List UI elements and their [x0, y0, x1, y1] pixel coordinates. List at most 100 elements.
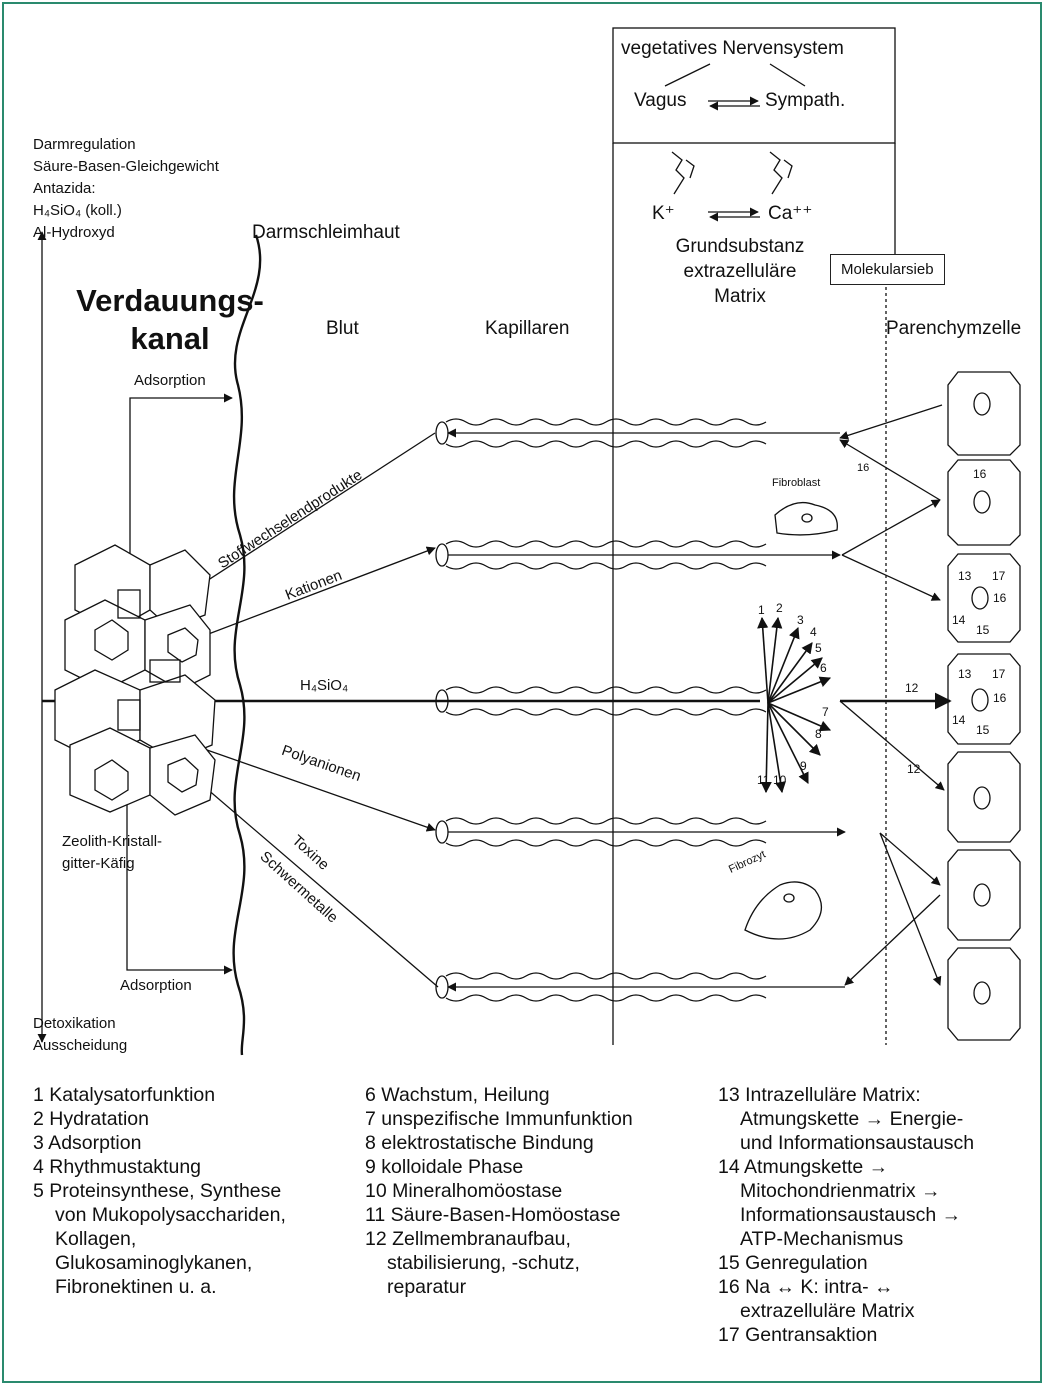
ray-fan	[757, 616, 832, 794]
legend-column-1: 1 Katalysatorfunktion 2 Hydratation 3 Ad…	[33, 1083, 286, 1299]
capillary-4	[435, 817, 846, 847]
cell4-number-15: 15	[976, 723, 990, 737]
sympath-label: Sympath.	[765, 90, 846, 111]
legend-column-2: 6 Wachstum, Heilung 7 unspezifische Immu…	[365, 1083, 633, 1299]
legend-item: ATP-Mechanismus	[740, 1228, 904, 1250]
matrix-line2: extrazelluläre	[683, 261, 797, 282]
legend-item: 6 Wachstum, Heilung	[365, 1084, 550, 1106]
bottom-note-2: Ausscheidung	[33, 1037, 128, 1054]
matrix-line3: Matrix	[714, 286, 766, 307]
cell3-number-13: 13	[958, 569, 972, 583]
left-note-1: Darmregulation	[33, 136, 136, 153]
cell-3	[947, 553, 1021, 643]
darmschleimhaut-membrane	[232, 234, 262, 1056]
fibroblast-label: Fibroblast	[772, 477, 821, 489]
legend-item: 15 Genregulation	[718, 1252, 868, 1274]
arrow-number-12a: 12	[905, 681, 919, 695]
legend-column-3: 13 Intrazelluläre Matrix: Atmungskette →…	[718, 1083, 974, 1347]
molekularsieb-box: Molekularsieb	[830, 254, 945, 285]
k-ion-label: K⁺	[652, 203, 675, 224]
legend-item: 2 Hydratation	[33, 1108, 149, 1130]
legend-item: 3 Adsorption	[33, 1132, 142, 1154]
diagram-canvas	[37, 27, 1021, 1056]
left-note-2: Säure-Basen-Gleichgewicht	[33, 158, 219, 175]
legend-item: 7 unspezifische Immunfunktion	[365, 1108, 633, 1130]
cell4-number-13: 13	[958, 667, 972, 681]
zeolith-label-1: Zeolith-Kristall-	[62, 833, 163, 850]
cell3-number-14: 14	[952, 613, 966, 627]
arrow-number-12b: 12	[907, 762, 921, 776]
legend-item: 5 Proteinsynthese, Synthese	[33, 1180, 282, 1202]
parenchyma-cells	[947, 371, 1021, 1041]
bottom-note-1: Detoxikation	[33, 1015, 116, 1032]
legend-item: Mitochondrienmatrix →	[740, 1180, 941, 1202]
nervous-system-box	[612, 27, 896, 144]
legend-item: stabilisierung, -schutz,	[387, 1252, 580, 1274]
legend-item: 4 Rhythmustaktung	[33, 1156, 202, 1178]
verdauungskanal-line1: Verdauungs-	[76, 283, 264, 318]
parenchymzelle-label: Parenchymzelle	[886, 318, 1022, 339]
cell-7	[947, 947, 1021, 1041]
h4sio4-label: H₄SiO₄	[300, 677, 349, 694]
nervous-system-title: vegetatives Nervensystem	[621, 38, 844, 59]
ray-number-10: 10	[773, 773, 787, 787]
zeolith-label-2: gitter-Käfig	[62, 855, 135, 872]
ray-number-8: 8	[815, 727, 822, 741]
fibrozyt-shape	[744, 881, 822, 940]
legend-item: 1 Katalysatorfunktion	[33, 1084, 216, 1106]
capillary-1	[435, 418, 840, 448]
fibroblast-shape	[774, 501, 838, 536]
legend-item: 10 Mineralhomöostase	[365, 1180, 563, 1202]
cell-1	[947, 371, 1021, 456]
ray-number-4: 4	[810, 625, 817, 639]
legend-item: Glukosaminoglykanen,	[55, 1252, 253, 1274]
legend-item: 13 Intrazelluläre Matrix:	[718, 1084, 921, 1106]
ray-number-6: 6	[820, 661, 827, 675]
ray-number-1: 1	[758, 603, 765, 617]
legend-item: extrazelluläre Matrix	[740, 1300, 915, 1322]
capillary-5	[435, 972, 845, 1002]
matrix-line1: Grundsubstanz	[675, 236, 805, 257]
legend-item: Fibronektinen u. a.	[55, 1276, 217, 1298]
ray-number-2: 2	[776, 601, 783, 615]
cell-4	[947, 653, 1021, 745]
legend-item: 12 Zellmembranaufbau,	[365, 1228, 571, 1250]
capillary-3	[435, 686, 767, 716]
legend-item: 11 Säure-Basen-Homöostase	[365, 1204, 621, 1226]
adsorption-bottom-label: Adsorption	[120, 977, 192, 994]
zeolith-crystal	[54, 544, 216, 816]
ray-number-11: 11	[757, 773, 770, 787]
legend-item: von Mukopolysacchariden,	[55, 1204, 286, 1226]
cell4-number-17: 17	[992, 667, 1006, 681]
darmschleimhaut-label: Darmschleimhaut	[252, 222, 400, 243]
cell4-number-14: 14	[952, 713, 966, 727]
cell-5	[947, 751, 1021, 843]
ray-number-5: 5	[815, 641, 822, 655]
cell4-number-16: 16	[993, 691, 1007, 705]
cell3-number-15: 15	[976, 623, 990, 637]
kapillaren-label: Kapillaren	[485, 318, 570, 339]
legend-item: 16 Na ↔ K: intra- ↔	[718, 1276, 894, 1298]
legend-item: 14 Atmungskette →	[718, 1156, 889, 1178]
left-note-3: Antazida:	[33, 180, 96, 197]
legend-item: Kollagen,	[55, 1228, 137, 1250]
legend-item: und Informationsaustausch	[740, 1132, 975, 1154]
cell3-number-17: 17	[992, 569, 1006, 583]
left-note-4: H₄SiO₄ (koll.)	[33, 202, 122, 219]
cell3-number-16: 16	[993, 591, 1007, 605]
ca-ion-label: Ca⁺⁺	[768, 203, 813, 224]
legend-item: 17 Gentransaktion	[718, 1324, 878, 1346]
adsorption-top-label: Adsorption	[134, 372, 206, 389]
arrow-number-16: 16	[857, 462, 870, 474]
ray-number-7: 7	[822, 705, 829, 719]
verdauungskanal-line2: kanal	[130, 321, 210, 356]
left-note-5: Al-Hydroxyd	[33, 224, 115, 241]
legend-item: reparatur	[387, 1276, 467, 1298]
legend-item: 8 elektrostatische Bindung	[365, 1132, 594, 1154]
ray-number-9: 9	[800, 759, 807, 773]
legend-item: 9 kolloidale Phase	[365, 1156, 524, 1178]
cell2-number-16: 16	[973, 467, 987, 481]
vagus-label: Vagus	[634, 90, 687, 111]
ray-number-3: 3	[797, 613, 804, 627]
